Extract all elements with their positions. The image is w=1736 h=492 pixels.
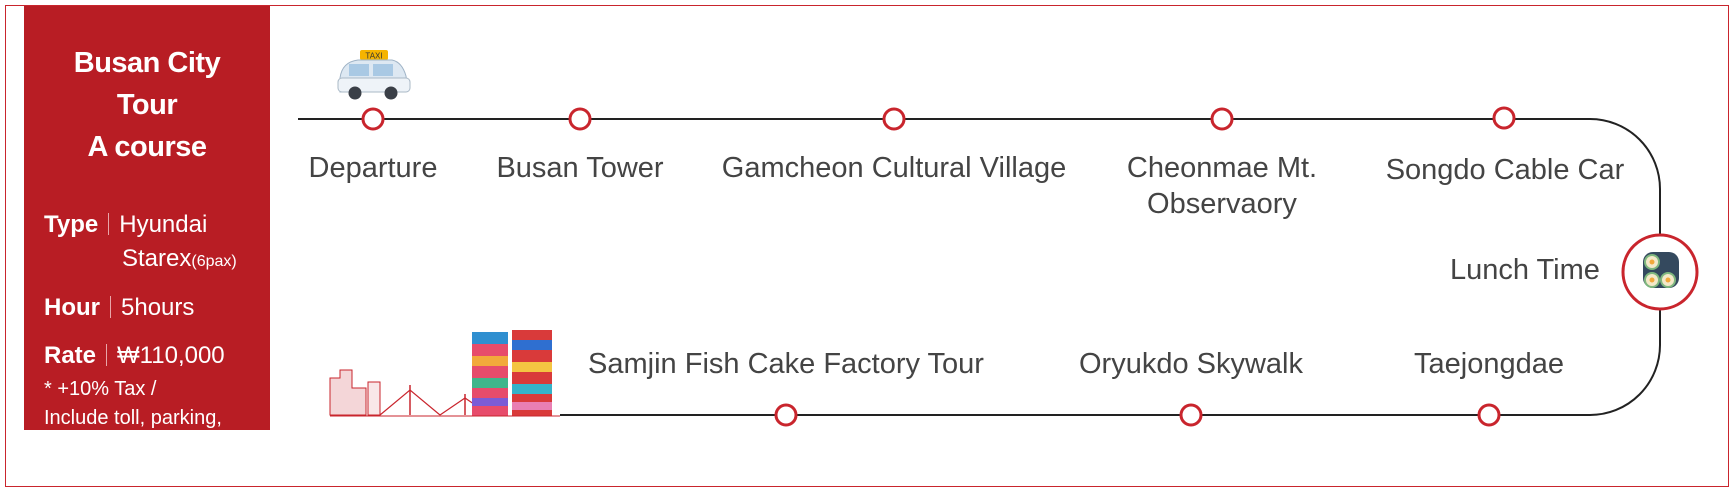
stop-lunch: Lunch Time [1450, 254, 1600, 286]
stop-oryukdo: Oryukdo Skywalk [1078, 348, 1303, 380]
divider [106, 344, 108, 366]
stop-dot-oryukdo [1179, 403, 1203, 427]
taxi-icon: TAXI [337, 50, 411, 100]
lunch-icon [1621, 233, 1699, 311]
rate-label: Rate [44, 342, 97, 369]
tour-title-line1: Busan City Tour [73, 47, 221, 121]
outer-frame [5, 5, 1729, 487]
stop-taejongdae: Taejongdae [1414, 348, 1564, 380]
note-line2: Include toll, parking, [44, 407, 222, 429]
type-value: Hyundai [119, 211, 208, 238]
stop-gamcheon: Gamcheon Cultural Village [721, 152, 1067, 184]
stop-cheonmae-line2: Observaory [1147, 188, 1297, 220]
type-spec: Type Hyundai Starex(6pax) [44, 208, 250, 279]
stop-cheonmae-line1: Cheonmae Mt. [1126, 152, 1318, 184]
type-value-line2: Starex [122, 245, 192, 272]
rate-spec: Rate ₩110,000 [44, 339, 250, 373]
stop-songdo: Songdo Cable Car [1385, 154, 1625, 186]
hour-spec: Hour 5hours [44, 291, 250, 325]
rate-note: * +10% Tax / Include toll, parking, driv… [44, 375, 250, 462]
divider [110, 296, 111, 318]
note-line1: * +10% Tax / [44, 378, 157, 400]
stop-dot-cheonmae [1210, 107, 1234, 131]
note-line3: driver meal expense [44, 436, 225, 458]
stop-dot-samjin [774, 403, 798, 427]
stop-busan-tower: Busan Tower [496, 152, 664, 184]
city-skyline-icon [329, 330, 560, 417]
hour-value: 5hours [121, 294, 195, 321]
stop-departure: Departure [308, 152, 438, 184]
rate-value: ₩110,000 [117, 342, 225, 369]
stop-dot-taejongdae [1477, 403, 1501, 427]
stop-dot-departure [361, 107, 385, 131]
stop-samjin: Samjin Fish Cake Factory Tour [588, 348, 984, 380]
stop-dot-gamcheon [882, 107, 906, 131]
stop-dot-busan-tower [568, 107, 592, 131]
type-pax: (6pax) [191, 253, 237, 270]
tour-info-panel: Busan City Tour A course Type Hyundai Sta… [24, 6, 270, 458]
tour-title-line2: A course [87, 131, 207, 163]
stop-cheonmae: Cheonmae Mt. Observaory [1102, 150, 1342, 222]
stop-dot-songdo [1492, 106, 1516, 130]
divider [108, 213, 110, 235]
svg-text:TAXI: TAXI [365, 52, 382, 61]
tour-title: Busan City Tour A course [44, 42, 250, 168]
type-label: Type [44, 211, 99, 238]
hour-label: Hour [44, 294, 100, 321]
